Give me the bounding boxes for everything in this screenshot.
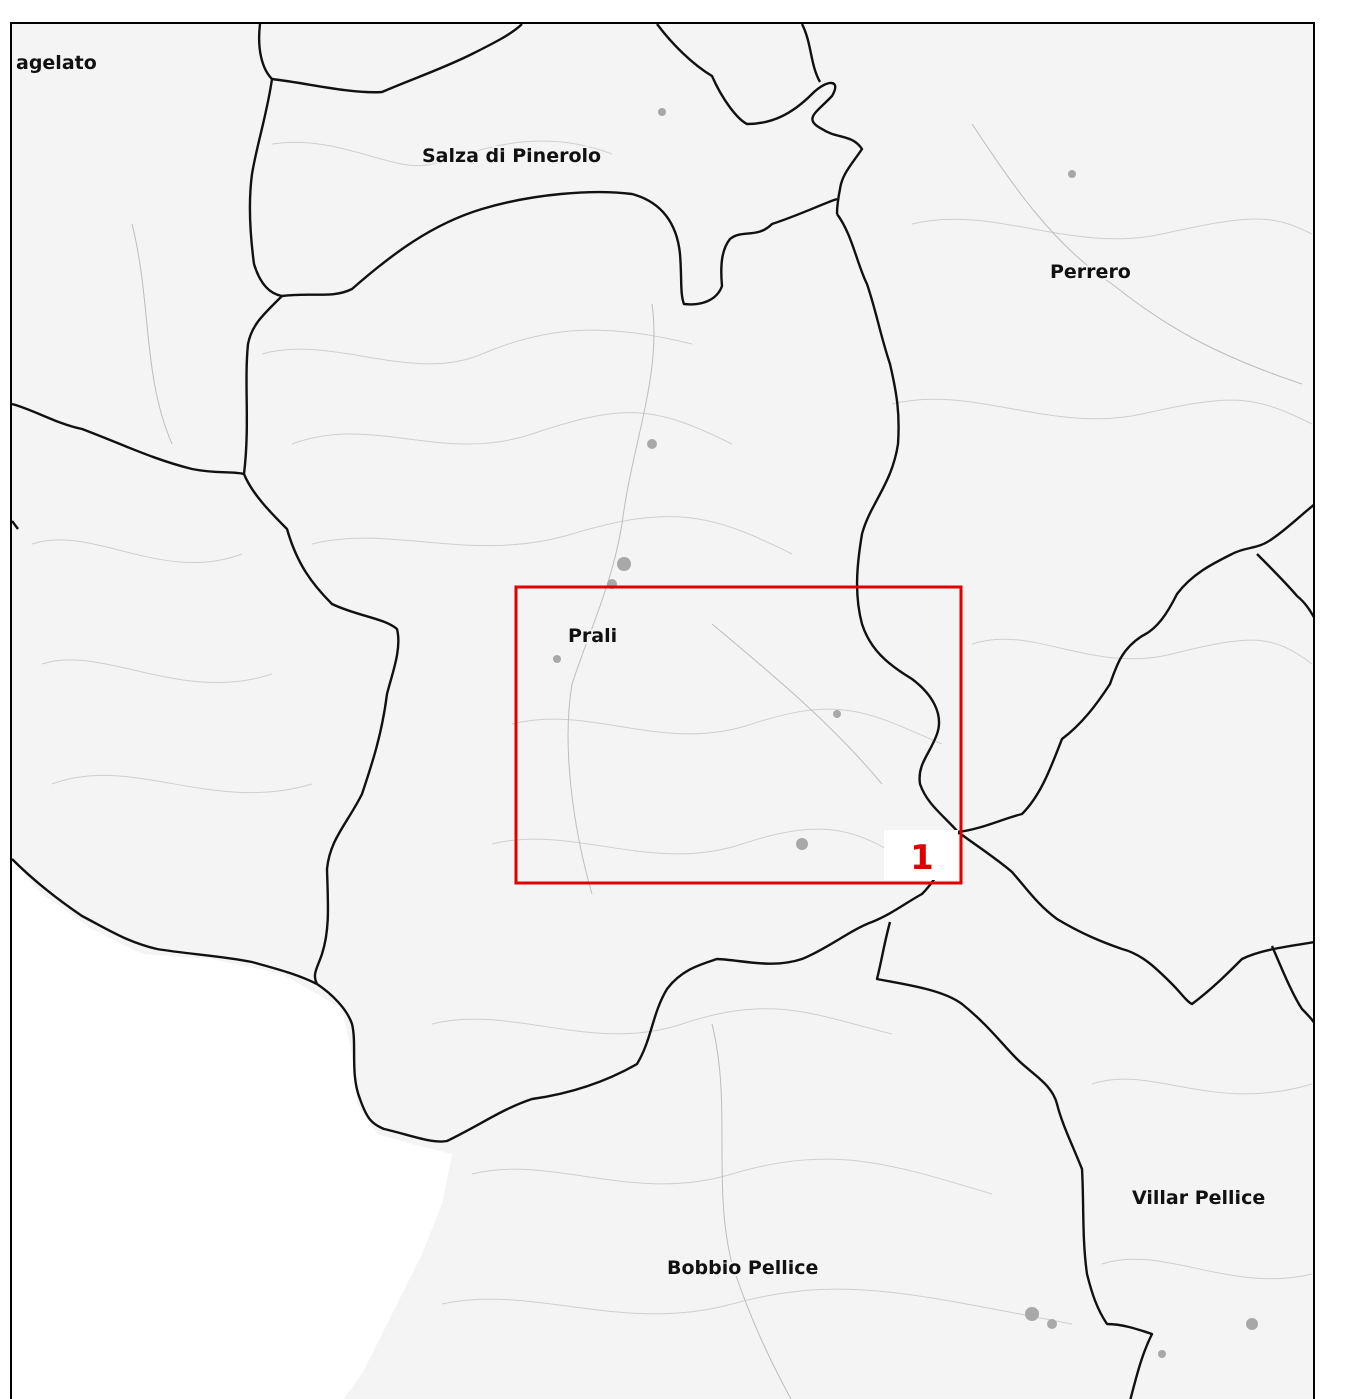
boundary-prali-northwest: [242, 295, 283, 475]
place-label-salza-di-pinerolo: Salza di Pinerolo: [422, 145, 601, 167]
boundary-salza-south: [281, 190, 838, 306]
contour-lines: [31, 140, 1313, 1325]
place-label-prali: Prali: [568, 625, 617, 647]
boundary-villar-north: [957, 504, 1313, 834]
boundary-villar-east: [1270, 945, 1313, 1024]
settlements: [553, 108, 1258, 1358]
streams: [131, 123, 1303, 1399]
boundary-top-mid: [800, 24, 822, 83]
boundary-prali-south: [316, 831, 960, 1143]
boundary-salza-east: [656, 24, 864, 215]
boundary-prali-west: [12, 402, 400, 985]
place-label-pragelato: agelato: [16, 52, 97, 74]
outside-area: [12, 859, 452, 1399]
boundary-villar-west: [957, 831, 1313, 1006]
boundary-salza-west: [248, 78, 283, 298]
boundary-bottom-left: [12, 858, 318, 986]
municipal-boundaries: [12, 24, 1313, 1399]
topographic-map[interactable]: 1 agelato Salza di Pinerolo Perrero Pral…: [12, 24, 1315, 1399]
place-label-villar-pellice: Villar Pellice: [1132, 1187, 1265, 1209]
boundary-prali-east: [836, 213, 959, 833]
place-label-perrero: Perrero: [1050, 261, 1131, 283]
boundary-left-stub: [12, 520, 19, 530]
boundary-villar-northeast: [1256, 553, 1313, 618]
place-label-bobbio-pellice: Bobbio Pellice: [667, 1257, 818, 1279]
inset-label: 1: [910, 838, 934, 878]
boundary-salza-north: [258, 24, 523, 94]
map-frame[interactable]: 1 agelato Salza di Pinerolo Perrero Pral…: [10, 22, 1315, 1399]
boundary-bobbio-east: [875, 921, 1154, 1399]
inset-frame[interactable]: [514, 585, 963, 885]
inset-label-box: [884, 830, 958, 880]
